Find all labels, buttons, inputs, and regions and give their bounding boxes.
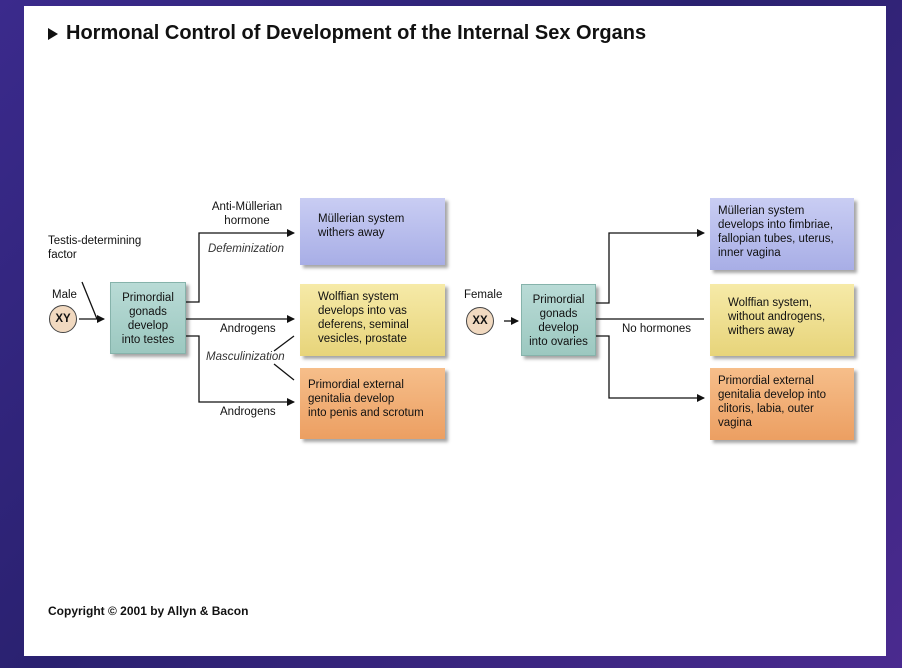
female-wolffian-line-1: Wolffian system, [728, 297, 812, 309]
female-mullerian-line-4: inner vagina [718, 247, 781, 259]
copyright-text: Copyright © 2001 by Allyn & Bacon [48, 604, 249, 618]
male-mullerian-line-2: withers away [318, 227, 385, 239]
xy-circle: XY [49, 305, 77, 333]
female-gonad-line-1: Primordial [532, 294, 585, 306]
diagram-panel: Hormonal Control of Development of the I… [24, 6, 886, 656]
female-external-line-4: vagina [718, 417, 752, 429]
page-title: Hormonal Control of Development of the I… [48, 22, 646, 45]
female-mullerian-line-1: Müllerian system [718, 205, 805, 217]
male-external-box: Primordial external genitalia develop in… [300, 368, 445, 439]
female-gonad-box: Primordial gonads develop into ovaries [521, 284, 596, 356]
amh-label: Anti-Müllerian hormone [202, 200, 292, 228]
female-branch-external [596, 335, 705, 402]
male-branch-mullerian [186, 229, 295, 303]
female-external-line-1: Primordial external [718, 375, 814, 387]
masculinization-pointer-2 [273, 363, 295, 381]
male-wolffian-line-4: vesicles, prostate [318, 333, 407, 345]
tdf-label-line-1: Testis-determining [48, 235, 142, 247]
title-text: Hormonal Control of Development of the I… [66, 22, 647, 44]
female-mullerian-line-3: fallopian tubes, uterus, [718, 233, 834, 245]
masculinization-pointer-1 [273, 335, 295, 352]
male-wolffian-box: Wolffian system develops into vas defere… [300, 284, 445, 356]
triangle-bullet-icon [48, 27, 58, 40]
male-gonad-line-4: into testes [121, 334, 175, 346]
male-external-line-1: Primordial external [308, 379, 404, 391]
male-wolffian-line-2: develops into vas [318, 305, 407, 317]
male-wolffian-line-1: Wolffian system [318, 291, 399, 303]
male-wolffian-line-3: deferens, seminal [318, 319, 409, 331]
no-hormones-label: No hormones [622, 323, 692, 335]
male-gonad-line-2: gonads [129, 306, 167, 318]
male-gonad-box: Primordial gonads develop into testes [110, 282, 186, 354]
female-external-line-2: genitalia develop into [718, 389, 827, 401]
female-wolffian-line-2: without androgens, [728, 311, 826, 323]
male-mullerian-box: Müllerian system withers away [300, 198, 445, 265]
xx-circle: XX [466, 307, 494, 335]
male-mullerian-line-1: Müllerian system [318, 213, 405, 225]
male-external-line-3: into penis and scrotum [308, 407, 424, 419]
female-external-box: Primordial external genitalia develop in… [710, 368, 854, 440]
defeminization-label: Defeminization [208, 243, 285, 255]
amh-label-line-2: hormone [224, 215, 270, 227]
female-wolffian-box: Wolffian system, without androgens, with… [710, 284, 854, 356]
female-gonad-line-2: gonads [539, 308, 578, 320]
androgens-label-2: Androgens [220, 406, 276, 418]
tdf-label: Testis-determining factor [48, 234, 141, 262]
masculinization-label: Masculinization [206, 351, 285, 363]
connector-lines [79, 229, 705, 406]
male-gonad-line-1: Primordial [122, 292, 174, 304]
tdf-pointer-line [81, 281, 98, 320]
male-label: Male [52, 289, 77, 301]
female-mullerian-line-2: develops into fimbriae, [718, 219, 834, 231]
female-wolffian-line-3: withers away [728, 325, 795, 337]
male-gonad-line-3: develop [127, 320, 169, 332]
male-external-line-2: genitalia develop [308, 393, 395, 405]
female-label: Female [464, 289, 503, 301]
female-external-line-3: clitoris, labia, outer [718, 403, 814, 415]
male-branch-external [186, 335, 295, 406]
female-branch-mullerian [596, 229, 705, 304]
amh-label-line-1: Anti-Müllerian [211, 201, 283, 213]
female-gonad-line-3: develop [538, 322, 579, 334]
female-gonad-line-4: into ovaries [529, 336, 588, 348]
androgens-label-1: Androgens [220, 323, 276, 335]
tdf-label-line-2: factor [48, 249, 77, 261]
female-mullerian-box: Müllerian system develops into fimbriae,… [710, 198, 854, 270]
